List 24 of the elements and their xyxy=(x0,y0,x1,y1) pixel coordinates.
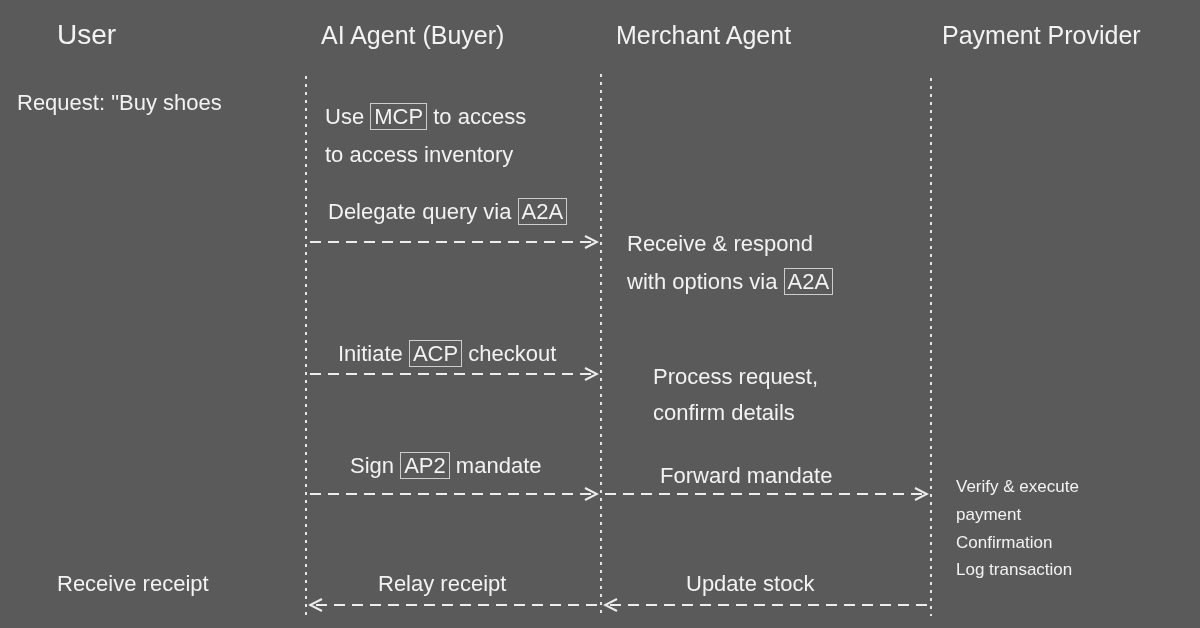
note-text: Process request, confirm details xyxy=(653,363,819,427)
participant-name: Payment Provider xyxy=(941,20,1141,51)
dashed-arrow xyxy=(604,487,928,501)
edge-label: Delegate query via A2A xyxy=(328,194,568,230)
participant-name: Merchant Agent xyxy=(615,20,792,51)
dashed-arrow xyxy=(309,235,598,249)
note-text: Verify & execute payment xyxy=(956,476,1079,526)
participant-name: AI Agent (Buyer) xyxy=(320,20,505,51)
participant-name: User xyxy=(57,18,117,52)
note-text: Receive receipt xyxy=(57,570,209,598)
edge-label: Update stock xyxy=(686,570,815,598)
edge-label: Initiate ACP checkout xyxy=(338,339,557,369)
edge-label: Sign AP2 mandate xyxy=(350,451,542,481)
note-text: Confirmation xyxy=(956,532,1053,554)
edge-label: Relay receipt xyxy=(378,570,507,598)
dashed-arrow xyxy=(604,598,928,612)
edge-label: Forward mandate xyxy=(660,462,833,490)
dashed-arrow xyxy=(309,487,598,501)
note-text: Request: "Buy shoes xyxy=(17,89,222,117)
note-text: Log transaction xyxy=(956,559,1073,581)
note-text: Receive & respond with options via A2A xyxy=(627,225,834,301)
dashed-arrow xyxy=(309,367,598,381)
note-text: Use MCP to access to access inventory xyxy=(325,102,527,169)
dashed-arrow xyxy=(309,598,598,612)
